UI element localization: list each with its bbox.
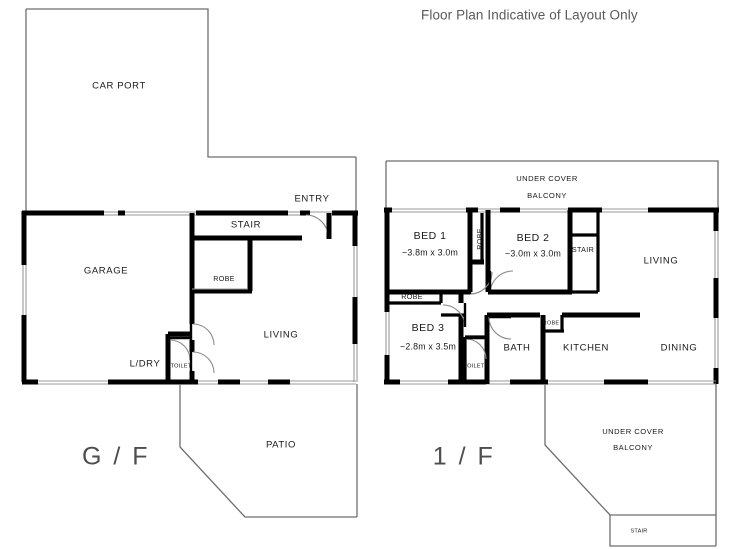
car-port-outline	[25, 8, 356, 213]
label-lower-balcony-line2: BALCONY	[613, 443, 653, 452]
label-laundry: L/DRY	[130, 359, 161, 370]
label-car-port: CAR PORT	[92, 81, 146, 92]
label-robe-kitchen: ROBE	[543, 320, 560, 326]
label-stair-balcony: STAIR	[630, 528, 647, 534]
gf-outer-walls	[21, 210, 358, 385]
label-robe-gf: ROBE	[213, 274, 235, 283]
label-patio: PATIO	[266, 440, 296, 451]
lower-balcony-outline	[544, 384, 717, 547]
gf-interior-walls	[165, 213, 332, 384]
label-bed-1-dimensions: ~3.8m x 3.0m	[402, 247, 458, 257]
floor-tag-ground: G / F	[82, 443, 150, 471]
label-dining: DINING	[661, 343, 698, 354]
label-stair: STAIR	[231, 220, 261, 231]
label-living-1f: LIVING	[644, 256, 679, 267]
ff-interior-walls	[387, 210, 640, 384]
floor-tag-first: 1 / F	[433, 443, 496, 471]
label-upper-balcony-line1: UNDER COVER	[516, 174, 578, 183]
gf-doors	[169, 214, 330, 374]
label-robe-bed3: ROBE	[401, 292, 423, 301]
page-title: Floor Plan Indicative of Layout Only	[421, 8, 638, 23]
first-floor-plan: UNDER COVER BALCONY BED 1 ~3.8m x 3.0m R…	[384, 160, 719, 547]
ground-floor-plan: CAR PORT ENTRY STAIR GARAGE ROBE LIVING …	[21, 8, 358, 518]
patio-outline	[179, 384, 357, 518]
label-toilet-1f: TOILET	[464, 363, 485, 369]
label-entry: ENTRY	[294, 194, 329, 205]
label-kitchen: KITCHEN	[563, 343, 609, 354]
label-lower-balcony-line1: UNDER COVER	[602, 427, 664, 436]
label-bed-3: BED 3	[412, 322, 445, 334]
label-bath: BATH	[503, 343, 530, 354]
label-upper-balcony-line2: BALCONY	[527, 191, 567, 200]
label-bed-2: BED 2	[517, 232, 550, 244]
upper-balcony-outline	[385, 160, 719, 210]
label-bed-3-dimensions: ~2.8m x 3.5m	[400, 341, 456, 351]
label-toilet-gf: TOILET	[171, 363, 192, 369]
label-bed-2-dimensions: ~3.0m x 3.0m	[505, 248, 561, 258]
label-living-gf: LIVING	[264, 330, 299, 341]
ff-doors	[442, 270, 514, 360]
label-garage: GARAGE	[84, 266, 128, 277]
label-robe-bed1: ROBE	[475, 228, 484, 250]
label-bed-1: BED 1	[414, 230, 447, 242]
label-stair-1f: STAIR	[572, 245, 594, 254]
